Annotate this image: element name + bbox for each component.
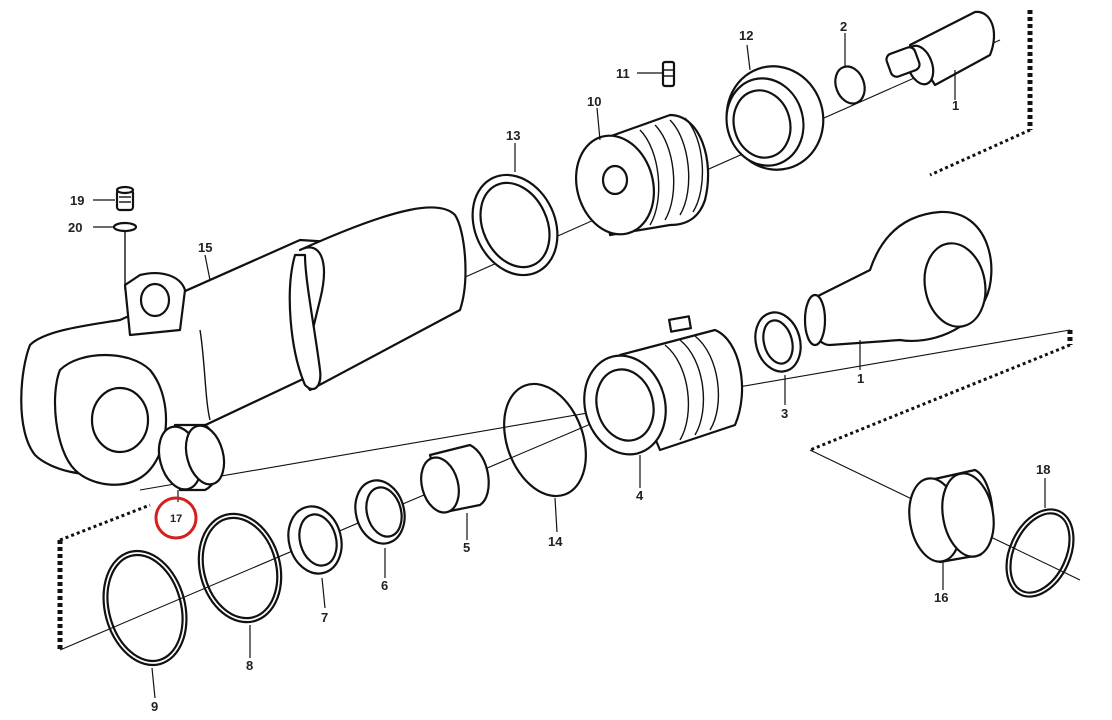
highlight-circle-part-17 xyxy=(154,496,198,540)
guide-ring-part-13 xyxy=(471,173,559,277)
grease-nipple-part-19 xyxy=(115,185,135,212)
part-label-18: 18 xyxy=(1036,462,1050,477)
part-label-1-eye: 1 xyxy=(857,371,864,386)
part-label-4: 4 xyxy=(636,488,644,503)
nut-part-12 xyxy=(725,65,825,171)
part-label-5: 5 xyxy=(463,540,470,555)
o-ring-part-9 xyxy=(102,549,188,667)
part-label-6: 6 xyxy=(381,578,388,593)
dashed-boundaries xyxy=(57,10,1073,650)
leader-lines xyxy=(93,33,1046,699)
bushing-part-16 xyxy=(908,468,995,564)
part-label-2: 2 xyxy=(840,19,847,34)
part-label-17: 17 xyxy=(170,513,182,525)
o-ring-part-8 xyxy=(197,512,283,624)
seal-part-6 xyxy=(354,479,406,545)
piston-part-10 xyxy=(574,113,710,237)
bushing-part-3 xyxy=(754,311,802,373)
part-label-8: 8 xyxy=(246,658,253,673)
o-ring-part-2 xyxy=(834,65,866,105)
part-label-14: 14 xyxy=(548,534,563,549)
o-ring-part-14 xyxy=(503,382,587,498)
part-label-15: 15 xyxy=(198,240,212,255)
part-label-16: 16 xyxy=(934,590,948,605)
part-label-11: 11 xyxy=(616,66,630,81)
part-label-12: 12 xyxy=(739,28,753,43)
cylinder-head-part-4 xyxy=(583,315,744,456)
set-screw-part-11 xyxy=(661,60,676,88)
part-label-10: 10 xyxy=(587,94,601,109)
part-label-7: 7 xyxy=(321,610,328,625)
seal-part-7 xyxy=(287,505,343,575)
piston-rod-part-1-top xyxy=(885,10,995,87)
washer-part-20 xyxy=(112,221,138,233)
part-label-13: 13 xyxy=(506,128,520,143)
part-label-20: 20 xyxy=(68,220,82,235)
part-labels: 1 1 2 3 4 5 6 7 8 9 10 11 12 13 14 15 16… xyxy=(68,19,1050,714)
part-label-3: 3 xyxy=(781,406,788,421)
cylinder-tube-part-15 xyxy=(20,206,467,486)
part-label-9: 9 xyxy=(151,699,158,714)
part-label-19: 19 xyxy=(70,193,84,208)
piston-rod-part-1-eye xyxy=(803,210,993,347)
ring-part-18 xyxy=(1005,508,1075,598)
part-label-1-top: 1 xyxy=(952,98,959,113)
sleeve-part-5 xyxy=(420,443,490,514)
seal-part-17 xyxy=(157,423,226,492)
